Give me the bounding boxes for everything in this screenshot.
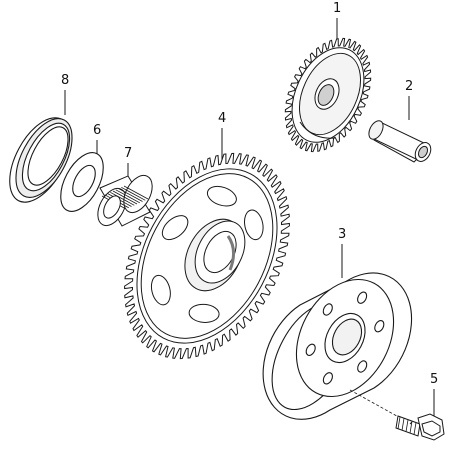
bearing-needle <box>115 189 140 204</box>
assembly-axis-line <box>349 389 405 421</box>
gear-cutout <box>244 209 264 241</box>
leader-lines <box>64 18 435 418</box>
callout-8: 8 <box>61 73 70 88</box>
callout-2: 2 <box>405 79 414 94</box>
bolt-thread <box>397 416 401 430</box>
bearing-needles <box>101 185 149 210</box>
bolt-hole <box>322 303 333 316</box>
bearing-needle <box>121 186 146 201</box>
starter-clutch-hub-part <box>262 272 413 420</box>
callout-7: 7 <box>124 146 133 161</box>
callout-6: 6 <box>93 123 102 138</box>
bolt-thread <box>401 418 405 431</box>
gear-cutout <box>188 303 220 323</box>
gear-cutout <box>206 185 237 207</box>
large-gear-cutouts <box>150 185 264 323</box>
small-gear-part <box>284 37 372 153</box>
shaft-pin-part <box>368 120 432 163</box>
bolt-thread <box>405 419 409 432</box>
callout-1: 1 <box>333 1 342 16</box>
gear-cutout <box>150 274 171 306</box>
bolt-hole <box>322 372 333 385</box>
bolt-thread <box>413 422 417 435</box>
large-gear-part <box>124 152 290 360</box>
bearing-needle <box>110 191 135 206</box>
gear-cutout <box>161 215 189 241</box>
bolt-threads <box>397 416 417 435</box>
callout-5: 5 <box>430 372 439 387</box>
bolt-hole <box>357 291 368 304</box>
bolt-part <box>395 413 445 441</box>
bolt-hole <box>357 360 368 373</box>
bearing-needle <box>112 190 138 205</box>
seal-ring-part <box>9 117 73 203</box>
bolt-hole <box>374 320 385 333</box>
bearing-needle <box>118 188 143 202</box>
thrust-washer-part <box>60 152 104 212</box>
callout-4: 4 <box>218 111 227 126</box>
needle-bearing-part <box>97 174 153 227</box>
callout-3: 3 <box>338 227 347 242</box>
bearing-needle <box>123 185 149 200</box>
bolt-thread <box>409 421 413 434</box>
bolt-hole <box>305 343 316 356</box>
hub-bolt-holes <box>305 291 385 385</box>
